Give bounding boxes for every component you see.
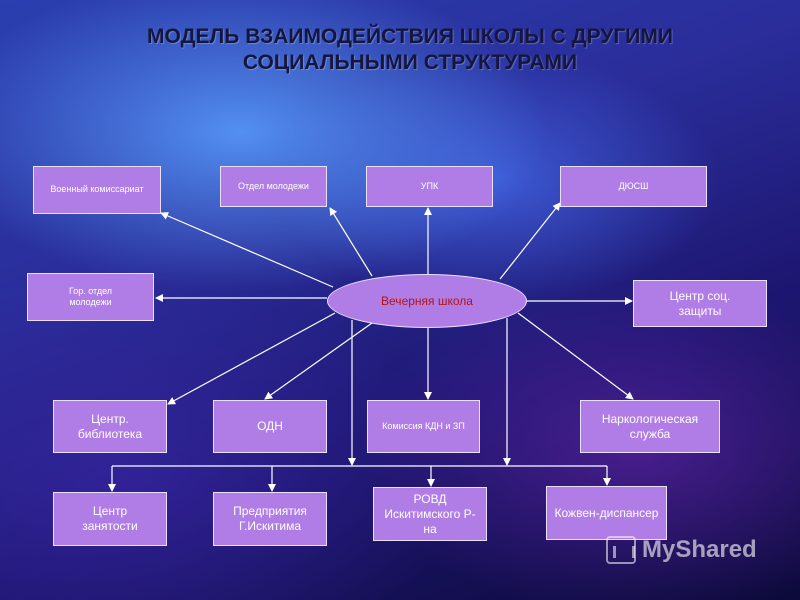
watermark-text: MyShared bbox=[642, 536, 757, 563]
node-employment-center: Центр занятости bbox=[53, 492, 167, 546]
node-kdn-commission: Комиссия КДН и ЗП bbox=[367, 400, 480, 453]
node-upk: УПК bbox=[366, 166, 493, 207]
watermark: MyShared bbox=[606, 536, 757, 564]
node-central-library: Центр. библиотека bbox=[53, 400, 167, 453]
arrow-to-narco bbox=[517, 312, 634, 400]
title-line-2: СОЦИАЛЬНЫМИ СТРУКТУРАМИ bbox=[242, 51, 578, 74]
node-military-commissariat: Военный комиссариат bbox=[33, 166, 161, 214]
arrow-to-youth-dept bbox=[329, 207, 373, 277]
arrow-to-dyussh bbox=[499, 202, 561, 280]
arrow-to-odn bbox=[264, 322, 373, 400]
node-youth-department: Отдел молодежи bbox=[220, 166, 327, 207]
node-odn: ОДН bbox=[213, 400, 327, 453]
node-rovd: РОВД Искитимского Р-на bbox=[373, 487, 487, 541]
node-narcology-service: Наркологическая служба bbox=[580, 400, 720, 453]
title-line-1: МОДЕЛЬ ВЗАИМОДЕЙСТВИЯ ШКОЛЫ С ДРУГИМИ bbox=[147, 25, 673, 48]
node-social-protection-center: Центр соц. защиты bbox=[633, 280, 767, 327]
node-enterprises: Предприятия Г.Искитима bbox=[213, 492, 327, 546]
arrow-to-library bbox=[167, 312, 336, 405]
node-city-youth-department: Гор. отдел молодежи bbox=[27, 273, 154, 321]
arrow-to-military bbox=[160, 212, 334, 288]
node-kozhven-dispensary: Кожвен-диспансер bbox=[546, 486, 667, 540]
page-title: МОДЕЛЬ ВЗАИМОДЕЙСТВИЯ ШКОЛЫ С ДРУГИМИ СО… bbox=[100, 24, 720, 76]
center-node-evening-school: Вечерняя школа bbox=[327, 274, 527, 328]
presentation-icon bbox=[606, 536, 636, 564]
node-dyussh: ДЮСШ bbox=[560, 166, 707, 207]
